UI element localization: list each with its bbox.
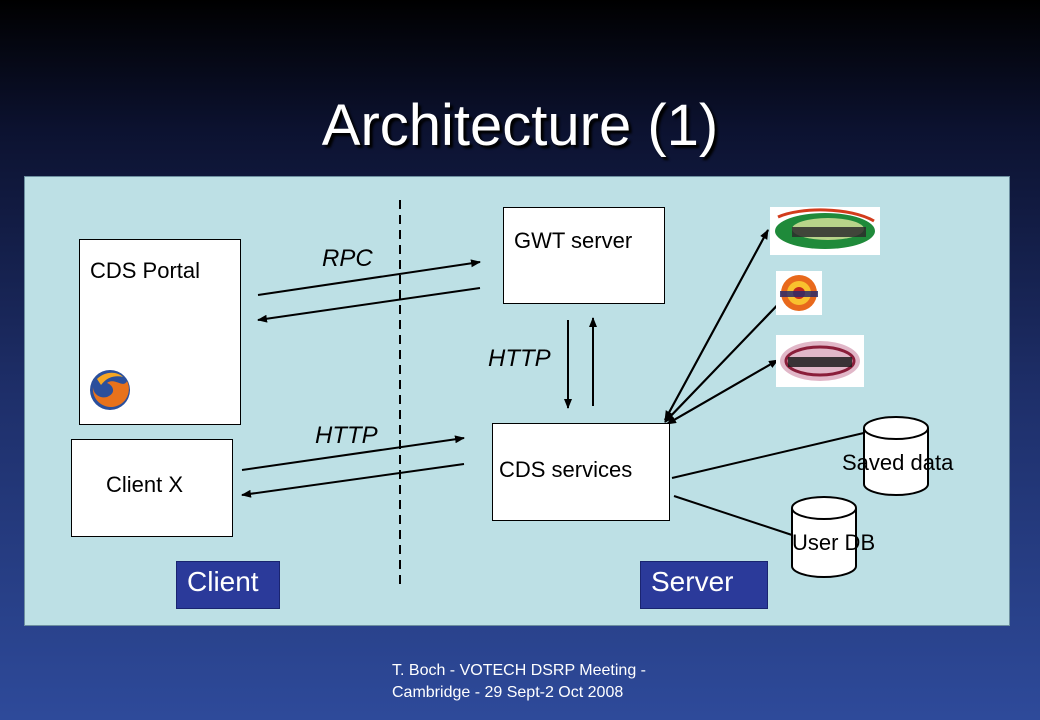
simbad-arrow-back	[664, 229, 769, 421]
user-db-link	[673, 495, 796, 537]
http-arrow-to-client	[241, 463, 465, 498]
cds-services-label: CDS services	[499, 457, 633, 482]
client-x-label: Client X	[106, 472, 184, 497]
cds-portal-box: CDS Portal	[79, 239, 241, 425]
cds-services-box: CDS services	[492, 423, 670, 521]
rpc-arrow-to-client	[257, 287, 481, 323]
saved-data-link	[671, 431, 869, 479]
aladin-arrow-back	[666, 359, 779, 425]
rpc-label: RPC	[322, 245, 373, 272]
user-db-label: User DB	[792, 530, 876, 555]
gwt-server-box: GWT server	[503, 207, 665, 304]
slide-footer: T. Boch - VOTECH DSRP Meeting - Cambridg…	[392, 660, 702, 704]
footer-line-2: Cambridge - 29 Sept-2 Oct 2008	[392, 684, 624, 701]
slide-title: Architecture (1)	[321, 93, 719, 158]
user-db-cylinder-icon	[791, 496, 857, 578]
cds-portal-label: CDS Portal	[90, 258, 201, 283]
simbad-logo-icon	[770, 207, 880, 255]
vizier-arrow-back	[664, 291, 791, 423]
aladin-logo-icon	[776, 335, 864, 387]
saved-data-cylinder-icon	[863, 416, 929, 496]
rpc-arrow-to-server	[257, 259, 481, 296]
vizier-logo-icon	[776, 271, 822, 315]
saved-data-label: Saved data	[842, 450, 954, 475]
footer-line-1: T. Boch - VOTECH DSRP Meeting -	[392, 662, 646, 679]
http-server-label: HTTP	[488, 345, 551, 372]
client-tag: Client	[176, 561, 280, 609]
http-client-label: HTTP	[315, 422, 378, 449]
client-x-box: Client X	[71, 439, 233, 537]
http-arrow-to-server	[241, 435, 465, 471]
firefox-icon	[87, 367, 133, 413]
server-tag: Server	[640, 561, 768, 609]
gwt-server-label: GWT server	[514, 228, 633, 253]
